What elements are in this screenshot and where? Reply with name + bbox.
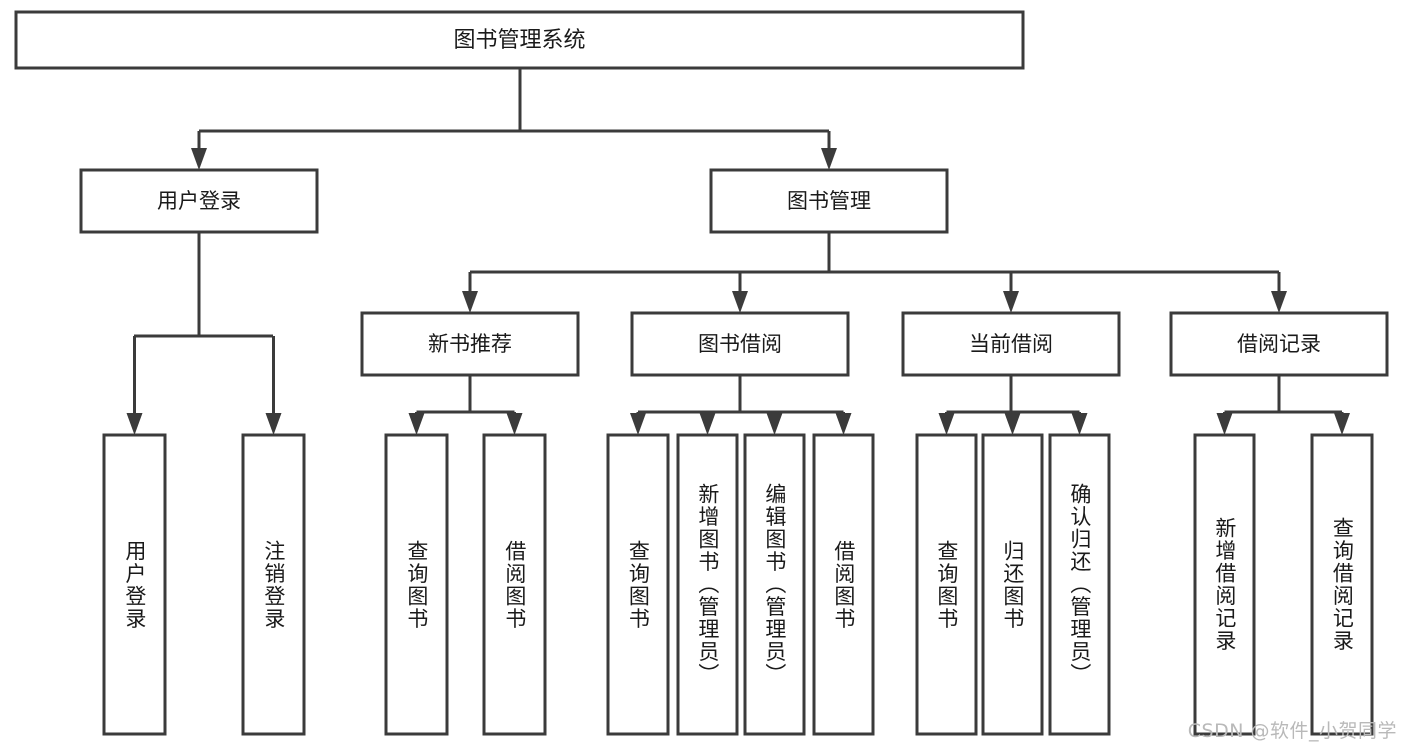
- label-user-login: 用户登录: [157, 189, 241, 213]
- arrow-head-icon-book-borrow: [732, 291, 748, 313]
- arrow-head-icon-leaf-confirm-return: [1071, 413, 1088, 435]
- label-book-manage: 图书管理: [787, 189, 871, 213]
- leaf-box-leaf-confirm-return[interactable]: [1048, 433, 1111, 736]
- connector-layer: [126, 68, 1350, 435]
- arrow-head-icon-leaf-add-book: [699, 413, 716, 435]
- arrow-head-icon-leaf-add-record: [1216, 413, 1233, 435]
- arrow-head-icon-leaf-edit-book: [766, 413, 783, 435]
- leaf-box-leaf-edit-book[interactable]: [743, 433, 806, 736]
- node-box-new-book-recommend[interactable]: [360, 311, 580, 377]
- watermark: CSDN @软件_小贺同学: [1187, 720, 1397, 742]
- leaf-box-leaf-add-book[interactable]: [676, 433, 739, 736]
- node-box-book-borrow[interactable]: [630, 311, 850, 377]
- label-book-borrow: 图书借阅: [698, 332, 782, 356]
- label-new-book-recommend: 新书推荐: [428, 332, 512, 356]
- leaf-box-leaf-user-login[interactable]: [102, 433, 167, 736]
- arrow-head-icon-leaf-query-book-3: [938, 413, 955, 435]
- leaf-box-leaf-query-record[interactable]: [1310, 433, 1374, 736]
- leaf-box-leaf-borrow-book-2[interactable]: [812, 433, 875, 736]
- label-borrow-record: 借阅记录: [1237, 332, 1321, 356]
- node-box-layer: [14, 10, 1389, 736]
- arrow-head-icon-leaf-borrow-book-1: [506, 413, 523, 435]
- label-root: 图书管理系统: [453, 28, 585, 53]
- arrow-head-icon-current-borrow: [1003, 291, 1019, 313]
- node-box-current-borrow[interactable]: [901, 311, 1121, 377]
- leaf-box-leaf-query-book-2[interactable]: [606, 433, 670, 736]
- arrow-head-icon-borrow-record: [1271, 291, 1287, 313]
- arrow-head-icon-book-manage: [821, 148, 837, 170]
- leaf-box-leaf-borrow-book-1[interactable]: [482, 433, 547, 736]
- node-box-user-login[interactable]: [79, 168, 319, 234]
- arrow-head-icon-user-login: [191, 148, 207, 170]
- leaf-box-leaf-add-record[interactable]: [1193, 433, 1256, 736]
- leaf-box-leaf-query-book-3[interactable]: [915, 433, 978, 736]
- arrow-head-icon-leaf-borrow-book-2: [835, 413, 852, 435]
- arrow-head-icon-leaf-user-logout: [265, 413, 282, 435]
- node-box-borrow-record[interactable]: [1169, 311, 1389, 377]
- arrow-head-icon-new-book-recommend: [462, 291, 478, 313]
- arrow-head-icon-leaf-query-record: [1334, 413, 1350, 435]
- arrow-head-icon-leaf-query-book-1: [408, 413, 425, 435]
- leaf-box-leaf-return-book[interactable]: [981, 433, 1044, 736]
- arrow-head-icon-leaf-user-login: [126, 413, 143, 435]
- node-box-book-manage[interactable]: [709, 168, 949, 234]
- leaf-box-leaf-query-book-1[interactable]: [384, 433, 449, 736]
- label-current-borrow: 当前借阅: [969, 332, 1053, 356]
- leaf-box-leaf-user-logout[interactable]: [241, 433, 306, 736]
- arrow-head-icon-leaf-query-book-2: [630, 413, 646, 435]
- arrow-head-icon-leaf-return-book: [1004, 413, 1021, 435]
- node-box-root[interactable]: [14, 10, 1025, 70]
